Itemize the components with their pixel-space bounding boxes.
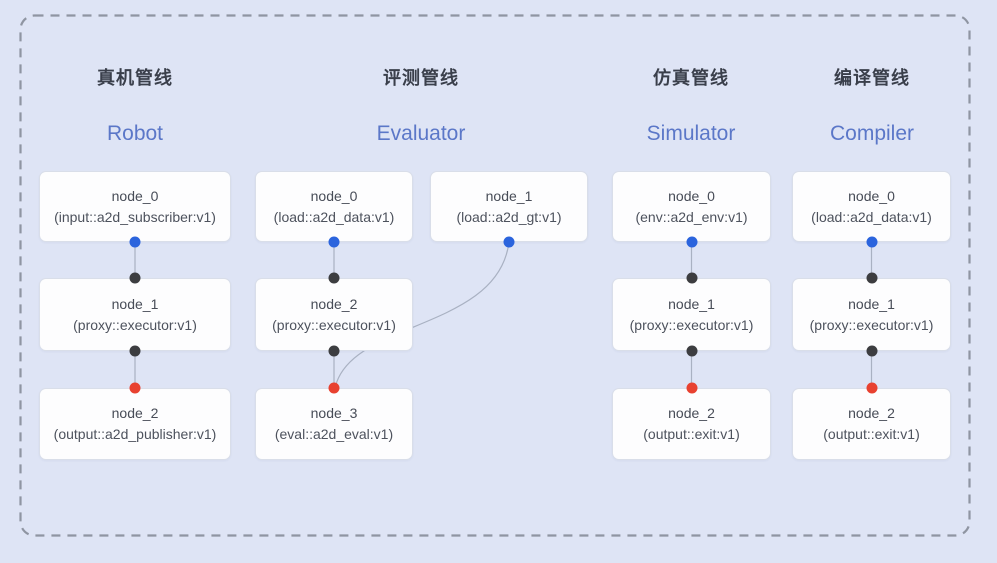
node-name: node_0: [111, 187, 159, 204]
node-type: (output::exit:v1): [643, 426, 740, 442]
node-type: (input::a2d_subscriber:v1): [54, 208, 216, 225]
graph-node: node_2(output::exit:v1): [792, 388, 951, 460]
node-name: node_2: [668, 405, 715, 421]
output-port-dot-blue: [328, 236, 340, 248]
node-type: (env::a2d_env:v1): [635, 208, 748, 225]
graph-node: node_0(env::a2d_env:v1): [612, 171, 771, 242]
node-name: node_0: [668, 187, 715, 204]
node-type: (proxy::executor:v1): [629, 316, 754, 333]
graph-node: node_2(output::a2d_publisher:v1): [39, 388, 231, 460]
pipeline-title-zh: 仿真管线: [653, 68, 729, 88]
output-port-dot-blue: [866, 236, 877, 248]
input-port-dot-red: [328, 382, 340, 394]
node-name: node_1: [848, 295, 895, 312]
input-port-dot-black: [129, 272, 141, 284]
node-type: (load::a2d_gt:v1): [456, 208, 562, 225]
output-port-dot-blue: [129, 236, 141, 248]
graph-node: node_0(load::a2d_data:v1): [255, 171, 413, 242]
graph-node: node_1(load::a2d_gt:v1): [430, 171, 588, 242]
node-type: (output::a2d_publisher:v1): [53, 426, 217, 442]
output-port-dot-black: [129, 345, 141, 357]
node-name: node_1: [111, 295, 159, 312]
pipeline-subtitle-en: Evaluator: [376, 122, 466, 145]
graph-node: node_2(proxy::executor:v1): [255, 278, 413, 351]
input-port-dot-red: [686, 382, 697, 394]
pipeline-subtitle-en: Robot: [106, 122, 164, 145]
node-type: (proxy::executor:v1): [272, 316, 396, 333]
pipeline-title-zh: 编译管线: [834, 68, 910, 88]
node-type: (load::a2d_data:v1): [811, 208, 932, 225]
graph-node: node_1(proxy::executor:v1): [39, 278, 231, 351]
node-type: (proxy::executor:v1): [809, 316, 934, 333]
graph-node: node_0(input::a2d_subscriber:v1): [39, 171, 231, 242]
graph-node: node_3(eval::a2d_eval:v1): [255, 388, 413, 460]
output-port-dot-black: [866, 345, 877, 357]
node-type: (proxy::executor:v1): [73, 316, 197, 333]
graph-node: node_2(output::exit:v1): [612, 388, 771, 460]
edge-line: [334, 241, 510, 389]
node-type: (eval::a2d_eval:v1): [274, 426, 394, 442]
output-port-dot-black: [328, 345, 340, 357]
node-name: node_0: [848, 187, 895, 204]
pipeline-title-zh: 评测管线: [383, 68, 459, 88]
output-port-dot-black: [686, 345, 697, 357]
dashed-frame: [19, 14, 971, 537]
graph-node: node_1(proxy::executor:v1): [612, 278, 771, 351]
input-port-dot-red: [129, 382, 141, 394]
node-name: node_2: [848, 405, 895, 421]
node-type: (load::a2d_data:v1): [273, 208, 395, 225]
input-port-dot-red: [866, 382, 877, 394]
node-name: node_2: [310, 295, 358, 312]
node-name: node_1: [668, 295, 715, 312]
input-port-dot-black: [328, 272, 340, 284]
output-port-dot-blue: [686, 236, 697, 248]
node-name: node_3: [310, 405, 358, 421]
input-port-dot-black: [866, 272, 877, 284]
node-name: node_1: [485, 187, 533, 204]
node-name: node_0: [310, 187, 358, 204]
output-port-dot-blue: [503, 236, 515, 248]
graph-node: node_1(proxy::executor:v1): [792, 278, 951, 351]
node-name: node_2: [111, 405, 159, 421]
pipeline-subtitle-en: Simulator: [646, 122, 736, 145]
graph-node: node_0(load::a2d_data:v1): [792, 171, 951, 242]
pipeline-subtitle-en: Compiler: [829, 122, 915, 145]
pipeline-title-zh: 真机管线: [97, 68, 173, 88]
node-type: (output::exit:v1): [823, 426, 920, 442]
input-port-dot-black: [686, 272, 697, 284]
